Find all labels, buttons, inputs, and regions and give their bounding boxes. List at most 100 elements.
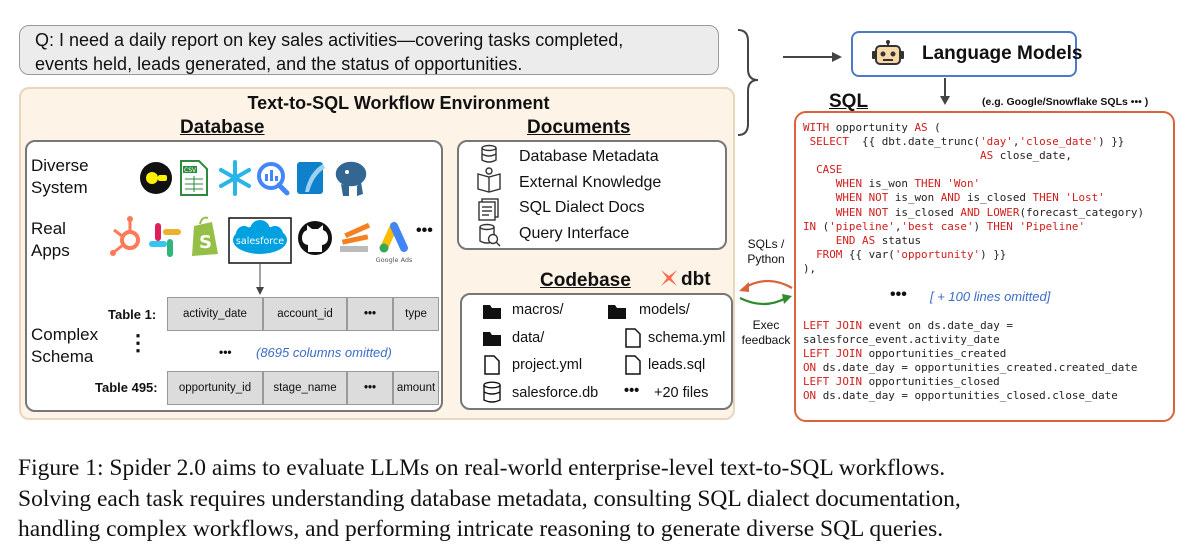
columns-omitted-note: (8695 columns omitted) [256, 345, 392, 360]
knowledge-book-icon [477, 167, 501, 193]
caption-line-3: handling complex workflows, and performi… [18, 516, 944, 542]
database-icon-salesforce [483, 381, 501, 403]
complex-label-line-2: Schema [31, 347, 94, 366]
table1-col-activity-date: activity_date [167, 297, 263, 331]
question-line-2: events held, leads generated, and the st… [35, 54, 523, 74]
complex-schema-label: Complex Schema [31, 324, 98, 368]
sqls-label: SQLs / [747, 237, 785, 251]
real-label-line-2: Apps [31, 241, 70, 260]
sql-dots: ••• [890, 286, 907, 303]
github-icon [298, 221, 332, 255]
codebase-more-dots: ••• [624, 383, 640, 399]
documents-box [457, 140, 727, 250]
sql-bottom-line-6: ON ds.date_day = opportunities_closed.cl… [803, 389, 1118, 403]
sql-top-line-5: WHEN is_won THEN 'Won' [835, 177, 981, 191]
stack-exchange-icon [340, 222, 371, 252]
columns-dots: ••• [219, 345, 232, 359]
exchange-arrows [739, 279, 793, 306]
sql-top-line-2: SELECT {{ dbt.date_trunc('day','close_da… [809, 135, 1125, 149]
complex-label-line-1: Complex [31, 325, 99, 344]
folder-icon-models [608, 305, 626, 319]
doc-database-metadata: Database Metadata [519, 148, 659, 165]
real-apps-label: Real Apps [31, 218, 70, 262]
sql-omitted-note: [ + 100 lines omitted] [930, 289, 1051, 304]
database-system-logos: CSV [140, 160, 368, 196]
exec-feedback-arrow [739, 297, 787, 306]
sql-top-line-8: IN ('pipeline','best case') THEN 'Pipeli… [803, 219, 1086, 233]
salesforce-icon[interactable]: salesforce [228, 217, 292, 264]
doc-external-knowledge: External Knowledge [519, 174, 662, 191]
snowflake-icon [219, 160, 251, 196]
sql-bottom-line-1: LEFT JOIN event on ds.date_day = [803, 319, 1013, 332]
sql-top-line-3: AS close_date, [980, 149, 1072, 163]
curly-brace [737, 29, 759, 136]
sql-to-codebase-arrowhead [739, 282, 749, 292]
doc-query-interface: Query Interface [519, 225, 630, 242]
query-interface-icon [479, 223, 501, 247]
folder-icon-macros [483, 305, 501, 319]
slack-icon [149, 223, 181, 257]
table495-col-stage-name: stage_name [263, 371, 347, 405]
postgresql-icon [334, 160, 368, 196]
duckdb-icon [140, 162, 172, 194]
sql-code-top: WITH opportunity AS ( SELECT {{ dbt.date… [803, 121, 1144, 276]
caption-line-1: Figure 1: Spider 2.0 aims to evaluate LL… [18, 455, 946, 481]
codebase-macros: macros/ [512, 302, 564, 318]
table1-label: Table 1: [108, 307, 157, 322]
exec-feedback-label: Exec feedback [738, 318, 794, 348]
codebase-icons [483, 305, 626, 403]
real-label-line-1: Real [31, 219, 66, 238]
database-heading: Database [180, 117, 265, 138]
dbt-icon [661, 270, 677, 286]
csv-file-icon: CSV [180, 160, 208, 196]
csv-text: CSV [184, 167, 197, 174]
sql-heading: SQL [829, 91, 869, 112]
document-icons [477, 144, 501, 247]
robot-icon [872, 40, 904, 65]
bigquery-icon [257, 162, 290, 196]
codebase-schema: schema.yml [648, 330, 726, 346]
question-text: Q: I need a daily report on key sales ac… [35, 28, 715, 76]
table1-col-account-id: account_id [263, 297, 347, 331]
caption-line-2: Solving each task requires understanding… [18, 485, 961, 512]
question-line-1: Q: I need a daily report on key sales ac… [35, 30, 624, 50]
table495-col-more: ••• [347, 371, 393, 405]
codebase-more-files: +20 files [654, 385, 709, 401]
table495-label: Table 495: [95, 380, 158, 395]
real-app-logos: S salesforce Google Ads [110, 216, 413, 264]
codebase-data: data/ [512, 330, 545, 346]
exec-feedback-arrowhead [782, 294, 792, 304]
sqlite-icon [297, 162, 325, 194]
sqls-python-label: SQLs / Python [744, 237, 788, 267]
shopify-icon: S [192, 216, 218, 256]
diverse-system-label: Diverse System [31, 155, 89, 199]
sql-code-bottom: LEFT JOIN event on ds.date_day =salesfor… [803, 319, 1137, 404]
sql-top-line-9: END AS status [835, 233, 922, 247]
table495-col-opportunity-id: opportunity_id [167, 371, 263, 405]
sql-to-codebase-arrow [743, 279, 793, 289]
tables-vertical-dots: ⋮ [127, 330, 149, 355]
codebase-salesforce-db: salesforce.db [512, 385, 599, 401]
figure-caption: Figure 1: Spider 2.0 aims to evaluate LL… [18, 453, 1188, 545]
folder-icon-data [483, 332, 501, 346]
google-ads-text: Google Ads [376, 256, 413, 264]
codebase-project: project.yml [512, 357, 583, 373]
codebase-models: models/ [639, 302, 690, 318]
sql-bottom-line-3: LEFT JOIN opportunities_created [803, 347, 1007, 361]
environment-title: Text-to-SQL Workflow Environment [247, 93, 550, 113]
lm-to-sql-arrow [940, 78, 950, 105]
codebase-heading: Codebase [540, 270, 631, 291]
exec-label: Exec [752, 318, 780, 332]
codebase-leads: leads.sql [648, 357, 706, 373]
sql-top-line-10: FROM {{ var('opportunity') }} [816, 247, 1007, 261]
language-models-label: Language Models [922, 43, 1083, 64]
svg-text:S: S [199, 232, 212, 253]
apps-more-dots: ••• [416, 222, 433, 239]
sql-top-line-7: WHEN NOT is_closed AND LOWER(forecast_ca… [835, 205, 1145, 219]
file-icon-project [484, 355, 500, 375]
diverse-label-line-2: System [31, 178, 88, 197]
dbt-label: dbt [681, 269, 711, 290]
sql-top-line-1: WITH opportunity AS ( [803, 121, 941, 134]
doc-sql-dialect-docs: SQL Dialect Docs [519, 199, 645, 216]
